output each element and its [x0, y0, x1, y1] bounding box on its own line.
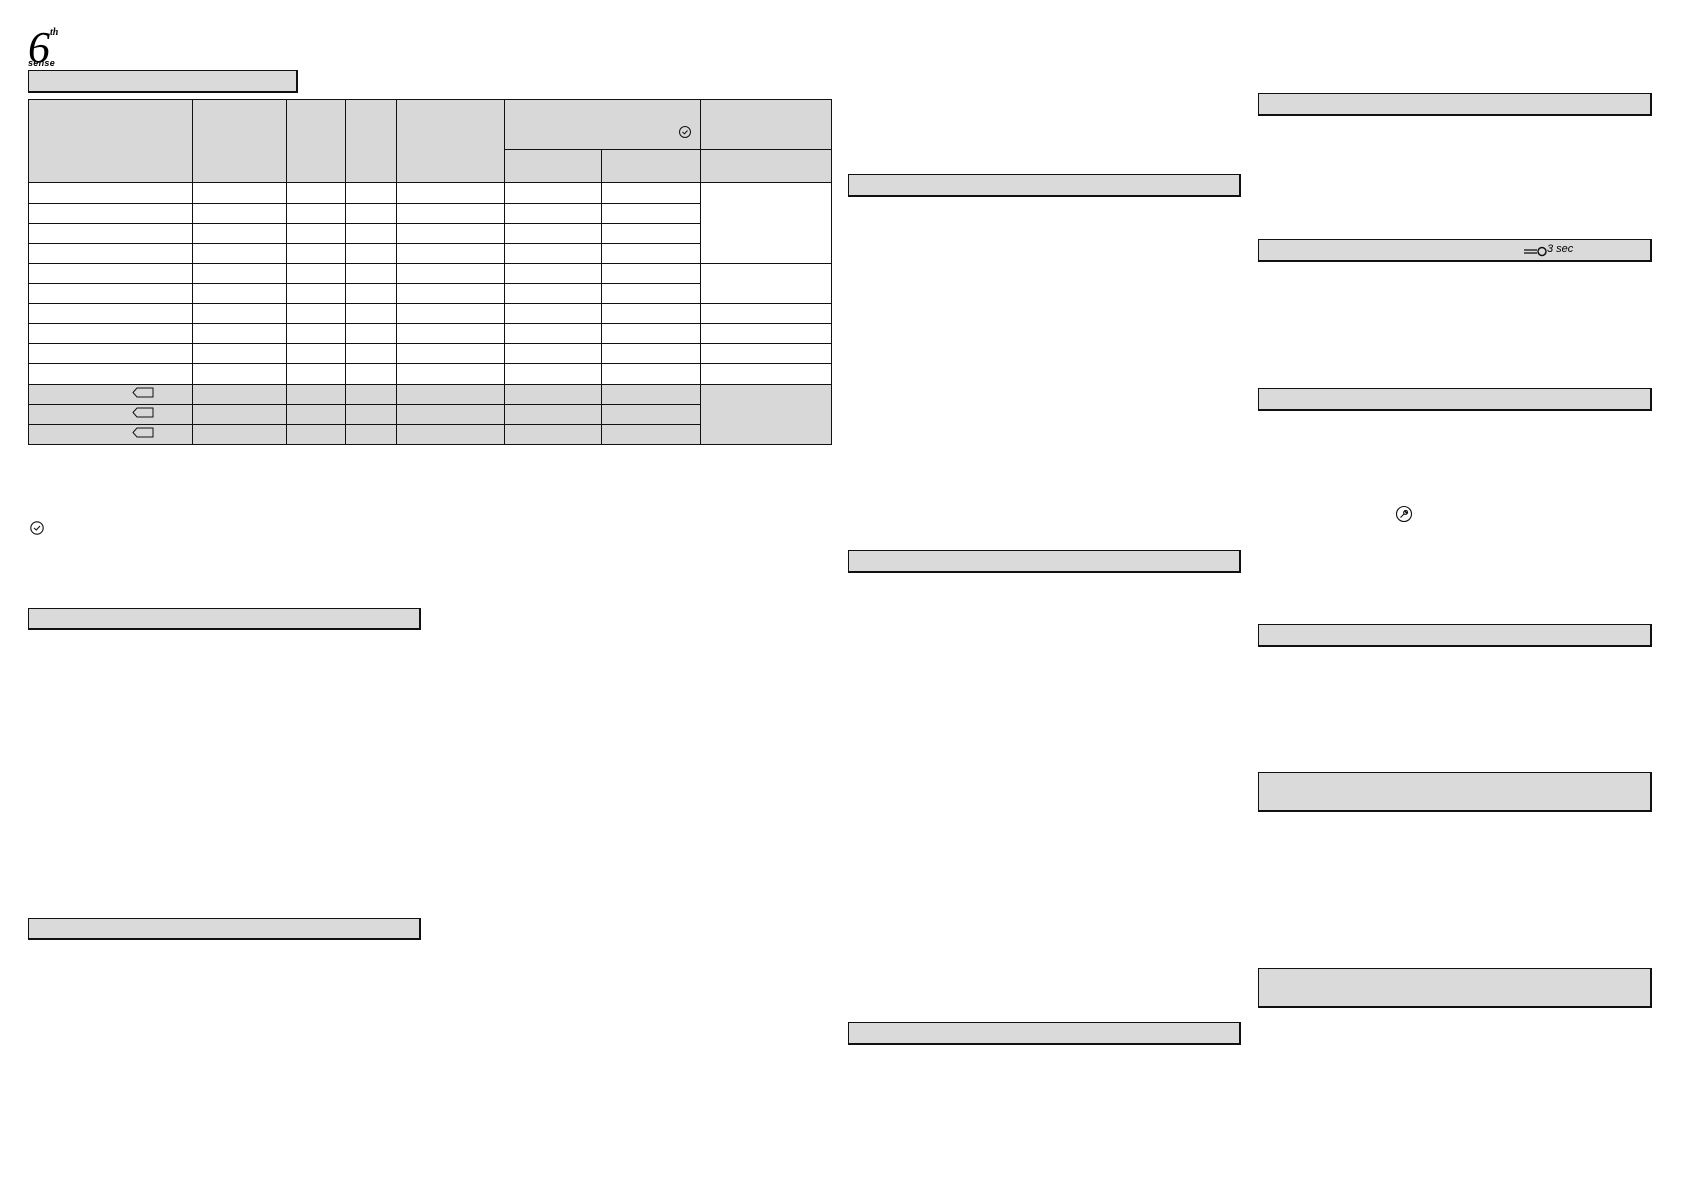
section-bar-right-6	[1258, 968, 1652, 1008]
section-bar-left-2	[28, 918, 421, 940]
section-bar-middle-1	[848, 174, 1241, 197]
section-bar-key-lock: 3 sec	[1258, 239, 1652, 262]
header-cell	[192, 98, 287, 184]
table-row	[28, 262, 832, 305]
table-row	[28, 343, 832, 365]
section-bar-middle-2	[848, 550, 1241, 573]
tag-icon	[132, 407, 154, 418]
section-bar-right-1	[1258, 93, 1652, 116]
header-cell	[700, 149, 832, 184]
header-cell	[601, 149, 701, 184]
table-row	[28, 182, 832, 264]
table-row	[28, 383, 832, 446]
brand-logo: 6 th sense	[28, 26, 68, 70]
section-bar-middle-3	[848, 1022, 1241, 1045]
table-row	[28, 242, 832, 264]
logo-word: sense	[28, 58, 56, 68]
section-bar-programme-table	[28, 70, 298, 93]
key-lock-indicator: 3 sec	[1524, 243, 1584, 257]
section-bar-right-5	[1258, 772, 1652, 812]
header-cell	[345, 98, 397, 184]
clock-icon	[679, 126, 691, 139]
section-bar-right-4	[1258, 624, 1652, 647]
header-cell	[700, 98, 832, 151]
tag-icon	[132, 427, 154, 438]
logo-superscript: th	[50, 27, 59, 38]
wrench-icon	[1395, 505, 1413, 523]
header-cell	[396, 98, 505, 184]
programme-table	[28, 98, 832, 446]
table-row	[28, 323, 832, 345]
header-cell	[286, 98, 346, 184]
header-cell	[504, 149, 602, 184]
tag-icon	[132, 387, 154, 398]
table-row	[28, 363, 832, 385]
table-row	[28, 222, 832, 244]
clock-icon	[30, 521, 44, 535]
header-cell	[28, 98, 193, 184]
table-row	[28, 303, 832, 325]
table-row	[28, 423, 832, 446]
section-bar-right-3	[1258, 388, 1652, 411]
logo-numeral: 6	[28, 23, 50, 72]
section-bar-left-1	[28, 608, 421, 630]
key-icon	[1524, 246, 1547, 257]
header-cell-timer	[504, 98, 701, 151]
key-lock-duration: 3 sec	[1547, 243, 1574, 255]
